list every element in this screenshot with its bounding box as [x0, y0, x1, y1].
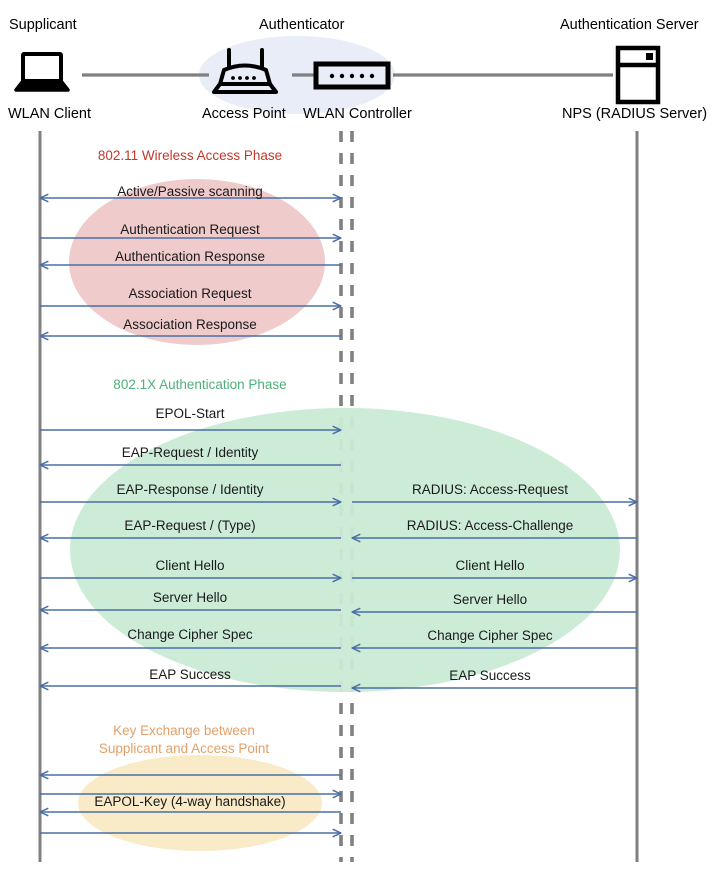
phase-title-key-exchange-line-2: Supplicant and Access Point: [98, 741, 270, 757]
message-label-eap-request-type: EAP-Request / (Type): [124, 518, 256, 533]
message-label-eap-request-identity: EAP-Request / Identity: [121, 445, 259, 460]
actor-device-access-point: Access Point: [202, 106, 286, 122]
actor-device-wlan-controller: WLAN Controller: [303, 106, 412, 122]
actor-role-supplicant: Supplicant: [9, 17, 77, 33]
message-label-association-response: Association Response: [123, 317, 257, 332]
arrows-dot1x-right: [352, 502, 637, 688]
actor-role-authentication-server: Authentication Server: [560, 17, 699, 33]
message-label-eap-response-identity: EAP-Response / Identity: [116, 482, 264, 497]
message-label-eapol-key: EAPOL-Key (4-way handshake): [94, 794, 286, 809]
wireless-router-icon: [212, 48, 278, 94]
actor-role-authenticator: Authenticator: [259, 17, 345, 33]
phase-ellipse-key-exchange: [78, 755, 322, 851]
phase-title-wireless-access: 802.11 Wireless Access Phase: [97, 148, 283, 163]
message-label-authentication-response: Authentication Response: [114, 249, 266, 264]
message-label-client-hello-left: Client Hello: [155, 558, 225, 573]
phase-ellipse-wireless-access: [69, 179, 325, 345]
message-label-server-hello-left: Server Hello: [152, 590, 228, 605]
message-label-eap-success-left: EAP Success: [149, 667, 231, 682]
message-label-server-hello-right: Server Hello: [452, 592, 528, 607]
message-label-client-hello-right: Client Hello: [455, 558, 525, 573]
message-label-change-cipher-spec-left: Change Cipher Spec: [127, 627, 253, 642]
actor-device-wlan-client: WLAN Client: [8, 106, 91, 122]
arrows-dot1x-left: [40, 430, 341, 686]
actor-device-nps-radius-server: NPS (RADIUS Server): [562, 106, 708, 122]
message-label-association-request: Association Request: [128, 286, 252, 301]
message-label-authentication-request: Authentication Request: [120, 222, 260, 237]
message-label-radius-access-request: RADIUS: Access-Request: [411, 482, 569, 497]
message-label-eap-success-right: EAP Success: [449, 668, 531, 683]
phase-ellipse-dot1x: [70, 408, 620, 692]
message-label-change-cipher-spec-right: Change Cipher Spec: [427, 628, 553, 643]
network-switch-icon: [313, 61, 391, 90]
message-label-active-passive-scanning: Active/Passive scanning: [117, 184, 263, 199]
message-label-radius-access-challenge: RADIUS: Access-Challenge: [406, 518, 574, 533]
laptop-icon: [14, 52, 70, 92]
phase-title-dot1x: 802.1X Authentication Phase: [113, 377, 287, 392]
arrows-key-exchange: [40, 775, 341, 833]
server-icon: [615, 45, 661, 105]
phase-title-key-exchange: Key Exchange between Supplicant and Acce…: [99, 722, 269, 758]
arrows-wireless-access: [40, 198, 341, 336]
message-label-eapol-start: EPOL-Start: [155, 406, 225, 421]
phase-title-key-exchange-line-1: Key Exchange between: [113, 723, 255, 738]
